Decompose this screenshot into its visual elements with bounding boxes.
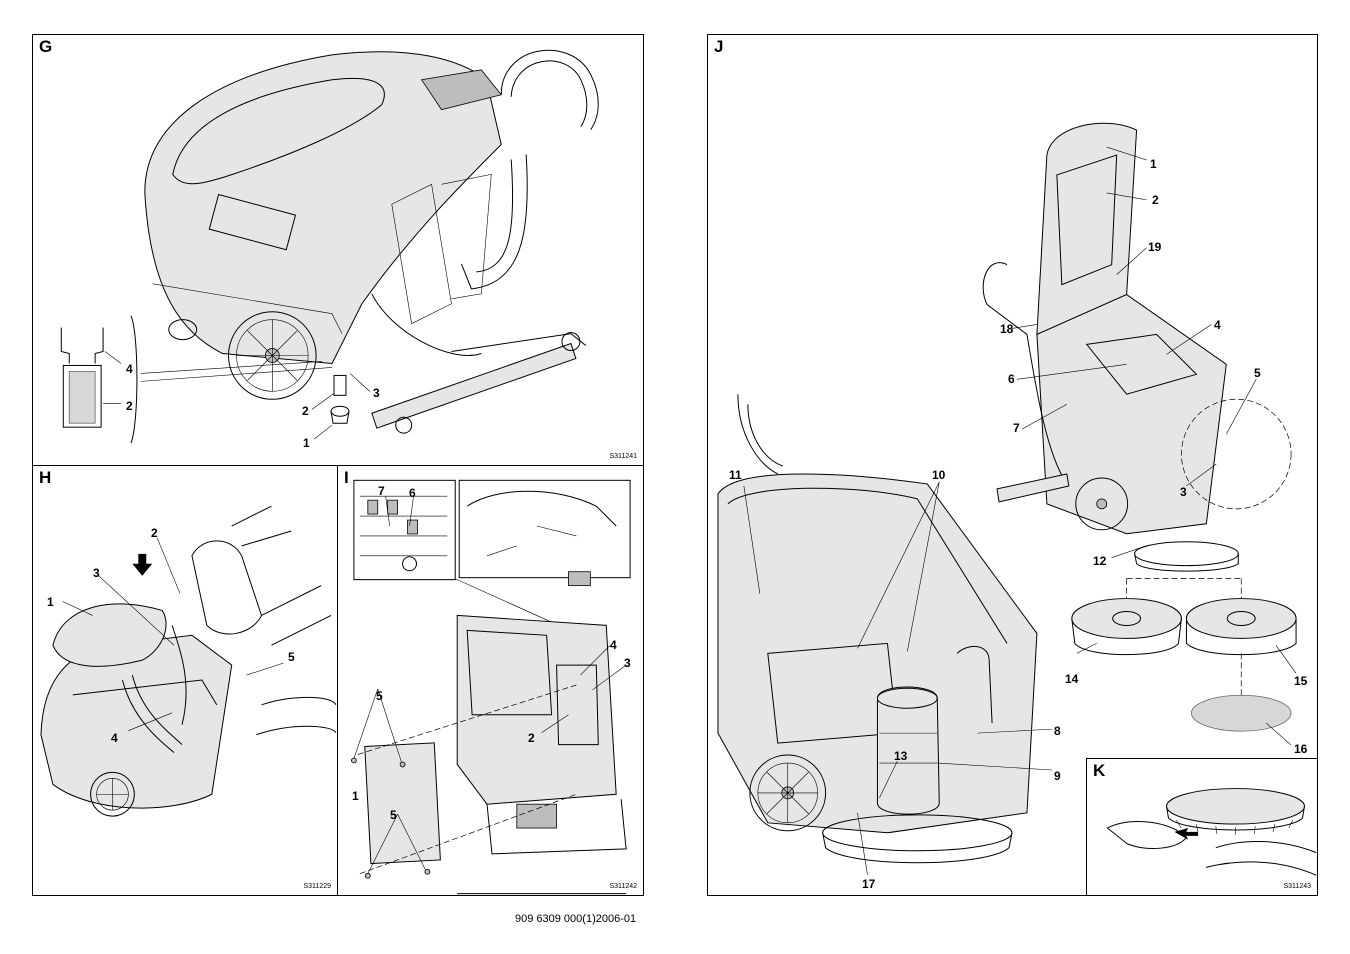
callout-2: 2 [302,404,309,418]
brush-attachment-detail-illustration [1106,788,1317,876]
callout-11: 11 [729,468,742,482]
panel-label: J [714,37,724,56]
panel-label: H [39,468,52,487]
figure-code: S311242 [609,883,637,890]
panel-label: K [1093,761,1106,780]
callout-4: 4 [126,362,133,376]
callout-16: 16 [1294,742,1308,756]
callout-1: 1 [303,436,310,450]
scrubber-exploded-view-illustration [717,122,1297,875]
callout-3: 3 [624,656,631,670]
callout-3: 3 [1180,485,1187,499]
panel-label: G [39,37,53,56]
panel-h: H 2 3 1 5 4 S311229 [32,465,338,896]
callout-6: 6 [1008,372,1015,386]
callout-19: 19 [1148,240,1162,254]
figure-code: S311229 [303,883,331,890]
callout-13: 13 [894,749,908,763]
callout-14: 14 [1065,672,1079,686]
callout-4: 4 [1214,318,1221,332]
callout-2: 2 [528,731,535,745]
panel-k: K S311243 [1086,758,1318,896]
panel-j: J 1 2 19 18 4 6 5 7 3 11 10 12 14 15 16 … [707,34,1318,896]
panel-label: I [344,468,349,487]
callout-2: 2 [151,526,158,540]
panel-i: I 7 6 4 3 2 5 1 5 S311242 [337,465,644,896]
document-footer-code: 909 6309 000(1)2006-01 [515,913,637,925]
callout-12: 12 [1093,554,1107,568]
callout-2: 2 [126,399,133,413]
callout-5: 5 [288,650,295,664]
callout-3: 3 [373,386,380,400]
electrical-box-cover-illustration [351,479,631,895]
callout-1: 1 [1150,157,1157,171]
callout-7: 7 [378,484,385,498]
scrubber-rear-view-illustration [60,49,599,444]
callout-3: 3 [93,566,100,580]
callout-4: 4 [111,731,118,745]
callout-9: 9 [1054,769,1061,783]
callout-7: 7 [1013,421,1020,435]
recovery-tank-removal-illustration [40,505,337,817]
callout-5: 5 [1254,366,1261,380]
figure-code: S311241 [609,453,637,460]
callout-5: 5 [390,808,397,822]
callout-2: 2 [1152,193,1159,207]
figure-code: S311243 [1283,883,1311,890]
callout-6: 6 [409,486,416,500]
callout-4: 4 [610,638,617,652]
callout-17: 17 [862,877,876,891]
callout-15: 15 [1294,674,1308,688]
callout-1: 1 [47,595,54,609]
callout-18: 18 [1000,322,1014,336]
callout-8: 8 [1054,724,1061,738]
callout-5: 5 [376,689,383,703]
callout-10: 10 [932,468,946,482]
panel-g: G 4 2 3 2 1 S311241 [32,34,644,466]
callout-1: 1 [352,789,359,803]
